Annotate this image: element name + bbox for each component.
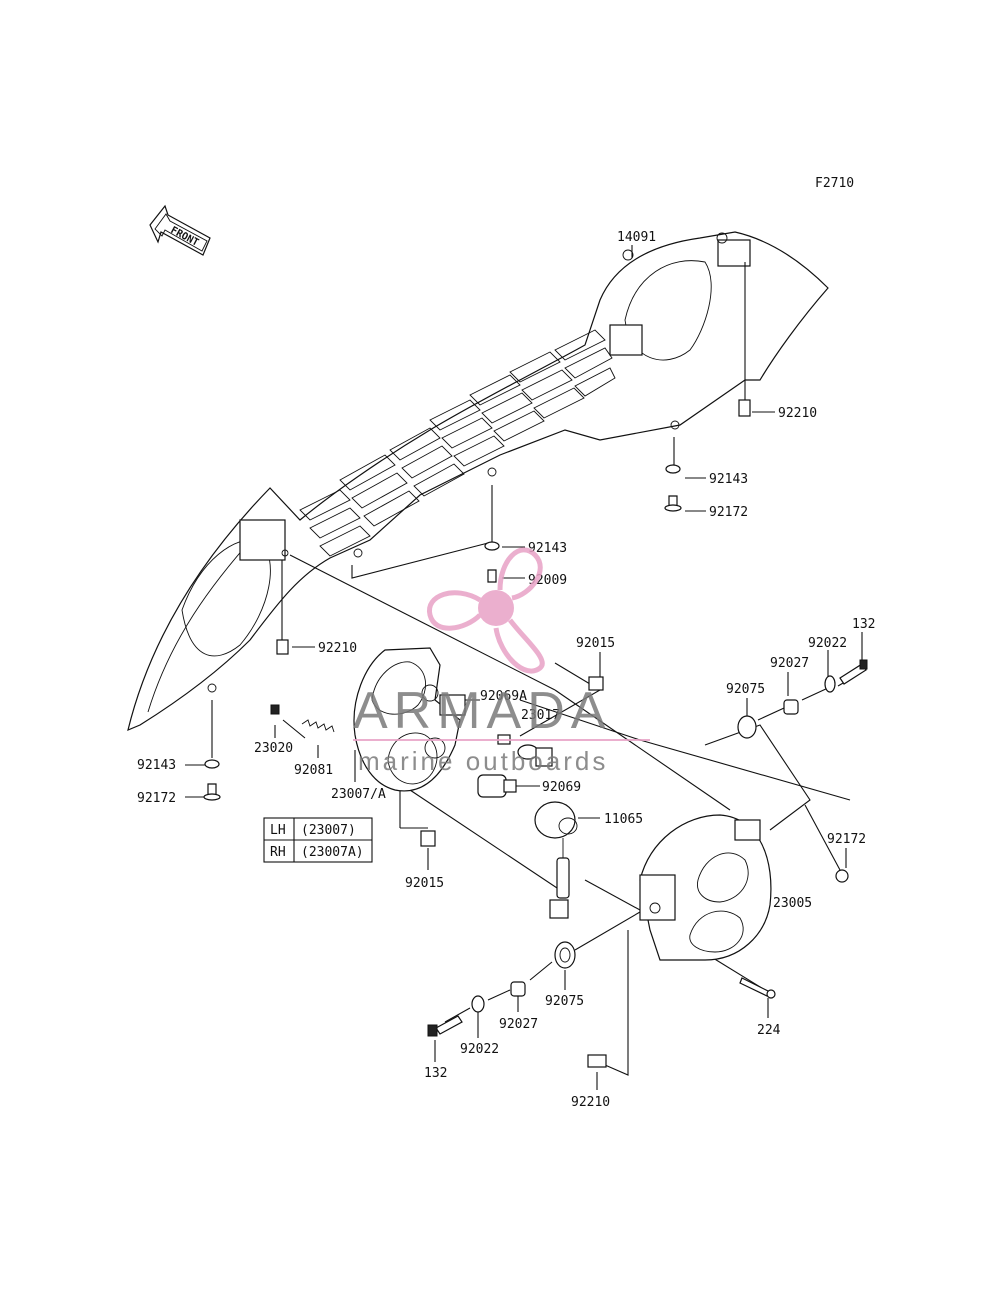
- label-92081: 92081: [294, 763, 333, 778]
- headlight-housing-23007a: [353, 647, 466, 792]
- part-labels: 14091 92210 92143 92172 92143 92009 9221…: [137, 230, 875, 1110]
- headlight-cover-23005: [639, 814, 772, 961]
- label-92172-left: 92172: [137, 791, 176, 806]
- label-224: 224: [757, 1023, 781, 1038]
- label-92210-bottom: 92210: [571, 1095, 610, 1110]
- label-92027-right: 92027: [770, 656, 809, 671]
- label-92143-mid: 92143: [528, 541, 567, 556]
- label-92069: 92069: [542, 780, 581, 795]
- label-92022-bottom: 92022: [460, 1042, 499, 1057]
- watermark-tagline: marine outboards: [358, 746, 608, 776]
- bolt-92172-right: [835, 869, 849, 883]
- bolt-132-right: [839, 659, 868, 685]
- diagram-code: F2710: [815, 176, 854, 191]
- label-92210-top: 92210: [778, 406, 817, 421]
- bolt-132-bottom: [427, 1015, 463, 1037]
- front-arrow-icon: FRONT: [149, 204, 211, 256]
- label-23007a: 23007/A: [331, 787, 386, 802]
- label-92143-top: 92143: [709, 472, 748, 487]
- socket-92069: [477, 774, 517, 798]
- label-14091: 14091: [617, 230, 656, 245]
- watermark: ARMADA marine outboards: [353, 547, 650, 776]
- watermark-brand: ARMADA: [353, 682, 611, 740]
- label-92015-top: 92015: [576, 636, 615, 651]
- small-parts: [203, 399, 868, 919]
- table-part-lh: (23007): [301, 823, 356, 838]
- spring-92081: [301, 719, 335, 733]
- table-side-lh: LH: [270, 823, 286, 838]
- lower-fasteners: [427, 941, 776, 1068]
- label-132-bottom: 132: [424, 1066, 447, 1081]
- label-92075-right: 92075: [726, 682, 765, 697]
- label-92027-bottom: 92027: [499, 1017, 538, 1032]
- label-23017: 23017: [521, 708, 560, 723]
- label-92172-right: 92172: [827, 832, 866, 847]
- label-92022-right: 92022: [808, 636, 847, 651]
- label-92143-left: 92143: [137, 758, 176, 773]
- upper-cowl-14091: [127, 231, 829, 732]
- label-132-right: 132: [852, 617, 875, 632]
- table-side-rh: RH: [270, 845, 286, 860]
- table-part-rh: (23007A): [301, 845, 364, 860]
- label-23020: 23020: [254, 741, 293, 756]
- bulb-23017: [517, 744, 553, 767]
- label-92069a: 92069A: [480, 689, 527, 704]
- propeller-logo-icon: [427, 547, 545, 674]
- label-92015-bottom: 92015: [405, 876, 444, 891]
- label-23005: 23005: [773, 896, 812, 911]
- label-92172-top: 92172: [709, 505, 748, 520]
- bulb-11065: [534, 801, 578, 919]
- side-table: LH (23007) RH (23007A): [263, 817, 373, 863]
- label-92075-bottom: 92075: [545, 994, 584, 1009]
- label-92210-left: 92210: [318, 641, 357, 656]
- label-11065: 11065: [604, 812, 643, 827]
- screw-224: [739, 977, 776, 999]
